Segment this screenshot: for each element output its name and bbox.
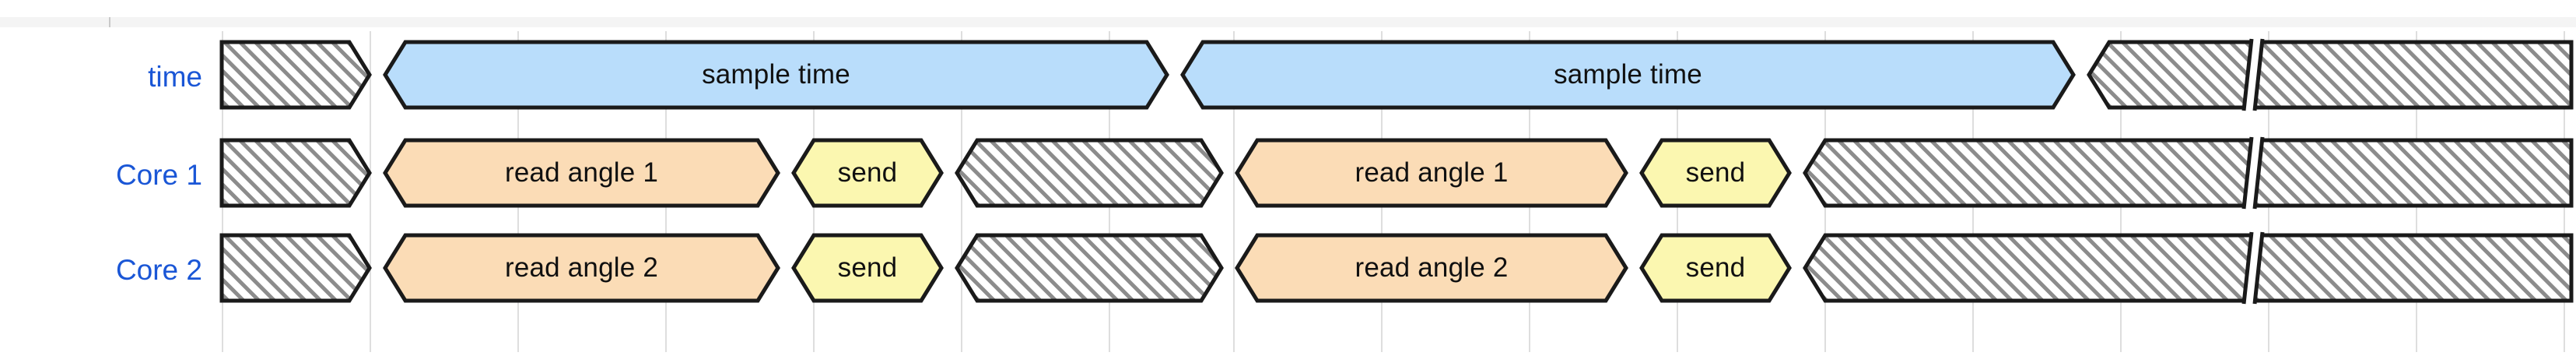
row-label-time: time	[148, 61, 202, 93]
segment-time-sample-1: sample time	[385, 42, 1167, 108]
header-tick-0	[109, 17, 110, 27]
segment-core2-read-angle-2b: read angle 2	[1237, 235, 1626, 301]
segment-time-idle-tail	[2089, 42, 2571, 108]
segment-core2-send-1: send	[794, 235, 941, 301]
row-label-core1: Core 1	[115, 159, 202, 191]
segment-core1-idle-mid	[957, 140, 1221, 206]
segment-core1-send-2: send	[1642, 140, 1789, 206]
segment-core2-idle	[222, 235, 370, 301]
break-mark-core1	[2234, 136, 2270, 210]
segment-time-sample-2: sample time	[1183, 42, 2073, 108]
gridline-7	[1233, 31, 1235, 352]
segment-core1-read-angle-1b: read angle 1	[1237, 140, 1626, 206]
segment-core1-read-angle-1a: read angle 1	[385, 140, 778, 206]
break-mark-time	[2234, 38, 2270, 111]
segment-core2-read-angle-2a: read angle 2	[385, 235, 778, 301]
segment-core2-idle-tail	[1805, 235, 2571, 301]
segment-core2-idle-mid	[957, 235, 1221, 301]
header-strip	[0, 17, 2576, 27]
break-mark-core2	[2234, 231, 2270, 305]
segment-core1-idle	[222, 140, 370, 206]
row-label-core2: Core 2	[115, 254, 202, 286]
segment-core1-send-1: send	[794, 140, 941, 206]
gridline-1	[370, 31, 371, 352]
gridline-5	[961, 31, 962, 352]
segment-core2-send-2: send	[1642, 235, 1789, 301]
segment-core1-idle-tail	[1805, 140, 2571, 206]
segment-time-idle	[222, 42, 370, 108]
